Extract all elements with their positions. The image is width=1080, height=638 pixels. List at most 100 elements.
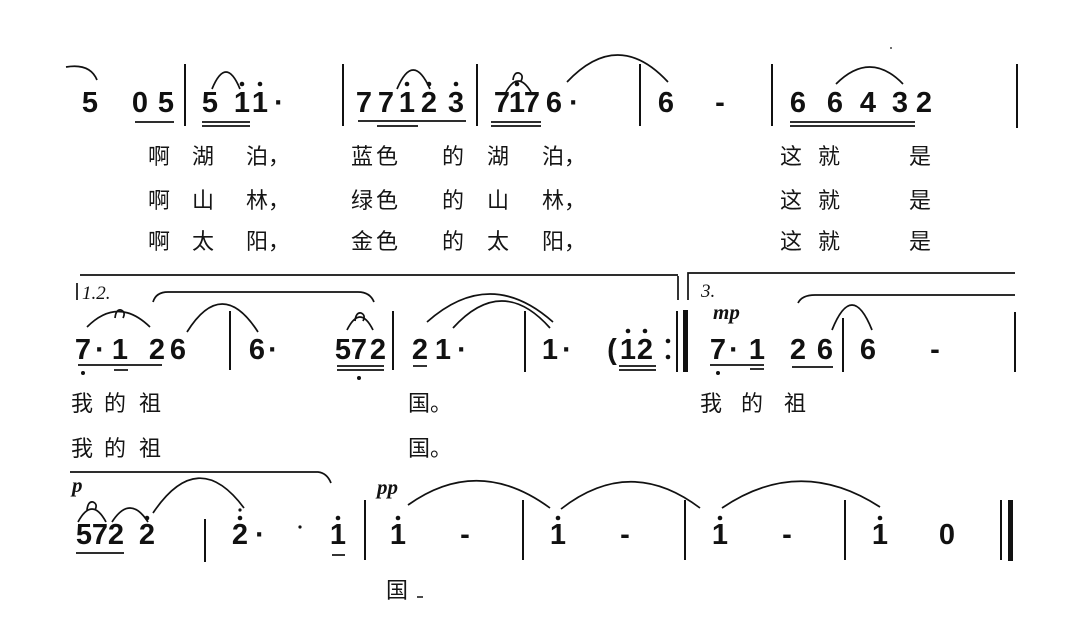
note: 5 [201, 87, 219, 119]
lyric-syllable: 山 [487, 189, 510, 214]
system3-beams [76, 552, 345, 556]
high-octave-dot [642, 328, 648, 334]
system2-octave-dots [81, 328, 720, 380]
lyric-syllable: 蓝 [351, 145, 374, 170]
note: 7 [377, 87, 395, 119]
volta-2-bracket [687, 272, 1015, 300]
lyric-syllable: 金 [351, 230, 374, 255]
system2-barlines [229, 310, 1016, 372]
note: 1 [508, 87, 526, 119]
dynamic-marking: mp [713, 300, 740, 324]
repeat-dot [665, 338, 671, 344]
tie [566, 54, 669, 83]
note: 2 [420, 87, 438, 119]
lyric-syllable: 我 [71, 437, 94, 462]
note: 2 [138, 519, 156, 551]
augmentation-dot: · [562, 334, 572, 366]
slur [505, 80, 532, 93]
note: 1 [111, 334, 129, 366]
stray-dot [890, 47, 892, 49]
rest: 0 [938, 519, 956, 551]
lyric-syllable: 林， [542, 189, 587, 214]
note: 7 [91, 519, 109, 551]
note: 3 [891, 87, 909, 119]
note: 7 [709, 334, 727, 366]
slur [396, 69, 431, 90]
note: 1 [871, 519, 889, 551]
note: 4 [859, 87, 877, 119]
note: 1 [398, 87, 416, 119]
note: 1 [549, 519, 567, 551]
system1-beams [135, 120, 915, 127]
lyric-syllable: 这 [780, 230, 803, 255]
lyric-syllable: 的 [442, 189, 465, 214]
note: 2 [789, 334, 807, 366]
note: 1 [233, 87, 251, 119]
lyric-syllable: 泊， [542, 145, 587, 170]
lyric-syllable: 绿 [351, 189, 374, 214]
augmentation-dot: · [729, 334, 739, 366]
lyric-syllable: 的 [442, 145, 465, 170]
high-octave-dot [257, 81, 263, 87]
tie [721, 480, 881, 509]
system1-octave-dots [239, 81, 520, 87]
note: 5 [75, 519, 93, 551]
lyric-syllable: 国。 [408, 437, 453, 462]
augmentation-dot: · [268, 334, 278, 366]
system2-beams [78, 364, 833, 371]
note: 6 [826, 87, 844, 119]
high-octave-dot [238, 508, 242, 512]
note: 1 [434, 334, 452, 366]
tie [452, 300, 551, 329]
slur [86, 310, 151, 328]
lyric-syllable: 是 [909, 145, 932, 170]
lyric-syllable: 国。 [408, 392, 453, 417]
note: 5 [157, 87, 175, 119]
high-octave-dot [717, 515, 723, 521]
dynamic-marking: pp [377, 475, 398, 499]
note: 2 [411, 334, 429, 366]
lyric-syllable: 湖 [487, 145, 510, 170]
lyric-syllable: 阳， [246, 230, 291, 255]
note: 2 [636, 334, 654, 366]
note: 1 [748, 334, 766, 366]
note: 7 [74, 334, 92, 366]
parenthesis: ( [607, 334, 617, 366]
tie-continuation [65, 65, 98, 81]
note: 5 [334, 334, 352, 366]
lyric-syllable: 的 [442, 230, 465, 255]
note: 1 [389, 519, 407, 551]
low-octave-dot [357, 376, 361, 380]
lyric-syllable: 这 [780, 145, 803, 170]
augmentation-dot: · [569, 87, 579, 119]
system2-voltas [76, 272, 1015, 300]
note: 6 [816, 334, 834, 366]
high-octave-dot [877, 515, 883, 521]
slur [211, 71, 241, 90]
high-octave-dot [335, 515, 341, 521]
lyric-syllable: 祖 [139, 437, 162, 462]
lyric-syllable: 是 [909, 189, 932, 214]
extension-dash: - [930, 334, 940, 366]
lyric-syllable: 色 [376, 189, 399, 214]
lyric-syllable: 的 [104, 392, 127, 417]
augmentation-dot: · [274, 87, 284, 119]
high-octave-dot [514, 81, 520, 87]
lyric-syllable: 啊 [148, 230, 171, 255]
slur [77, 508, 107, 523]
low-octave-dot [716, 371, 720, 375]
tie [152, 477, 245, 514]
tie [407, 479, 551, 509]
lyric-syllable: 的 [741, 392, 764, 417]
lyric-syllable: 林， [246, 189, 291, 214]
note: 3 [447, 87, 465, 119]
note: 6 [545, 87, 563, 119]
lyric-syllable: 是 [909, 230, 932, 255]
system1-barlines [184, 64, 1018, 128]
note: 1 [329, 519, 347, 551]
slur [346, 316, 374, 331]
note: 2 [107, 519, 125, 551]
low-octave-dot [81, 371, 85, 375]
lyric-syllable: 啊 [148, 145, 171, 170]
